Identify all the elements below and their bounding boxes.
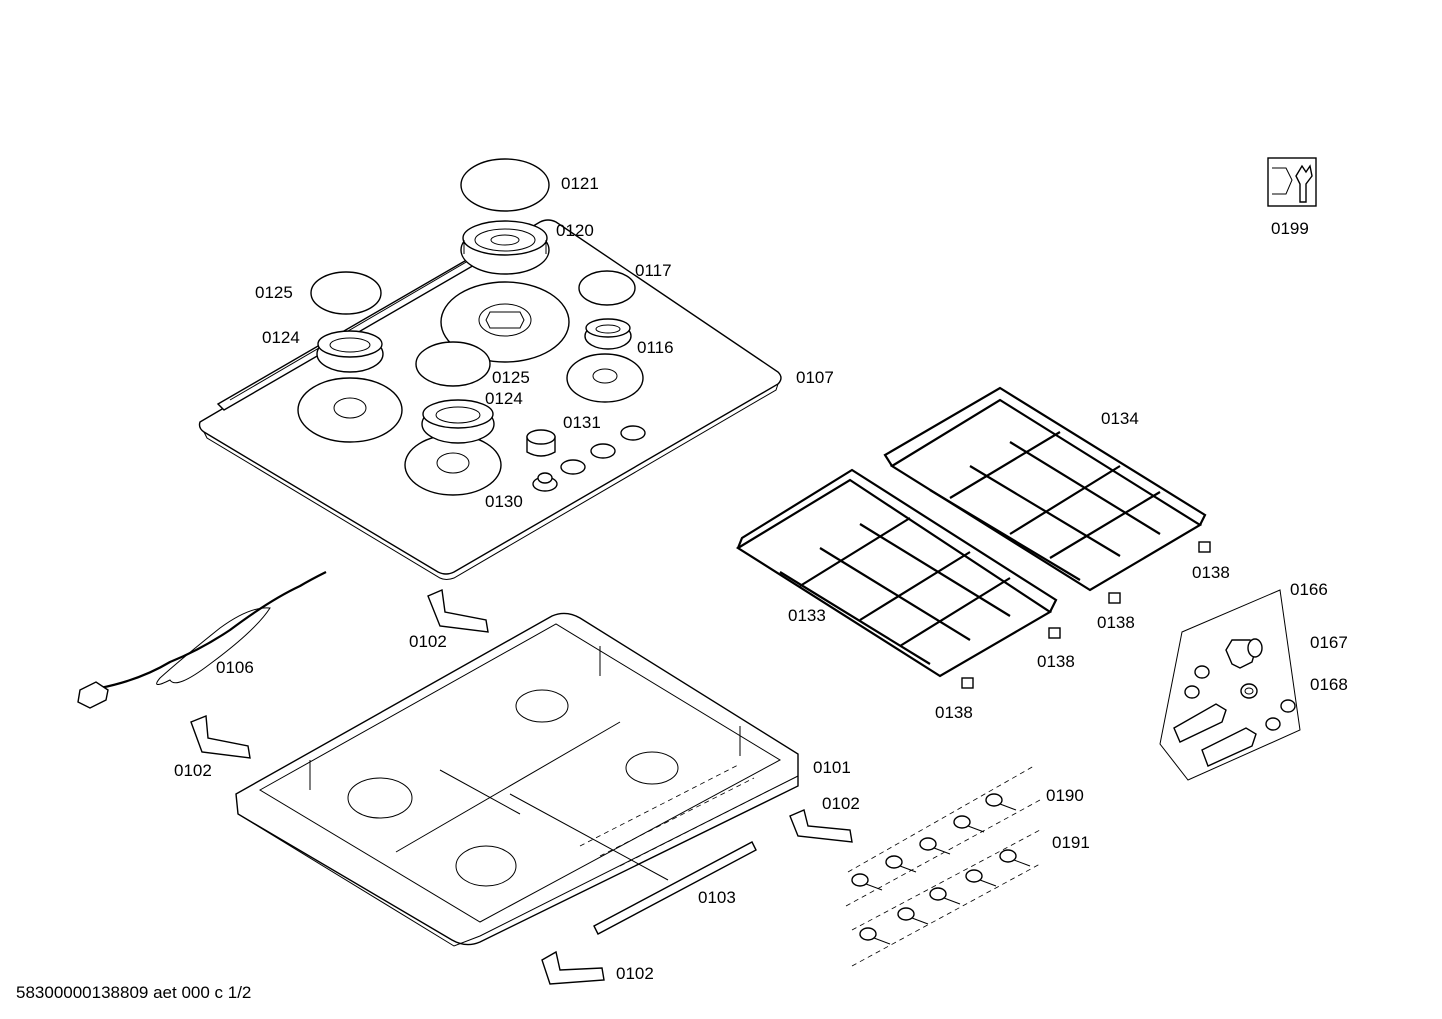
label-0120: 0120: [556, 221, 594, 240]
gas-connection-kit-0166: [1159, 589, 1301, 781]
pan-support-0134: [883, 386, 1207, 592]
label-0116: 0116: [637, 338, 674, 357]
label-0138-b: 0138: [1097, 613, 1135, 632]
label-0167: 0167: [1310, 633, 1348, 652]
mounting-clamp-top: [427, 588, 489, 633]
label-0168: 0168: [1310, 675, 1348, 694]
label-0166: 0166: [1290, 580, 1328, 599]
screw-set-0190-0191: [845, 765, 1041, 967]
label-0138-c: 0138: [1037, 652, 1075, 671]
seal-strip-0103: [593, 841, 757, 935]
label-0131: 0131: [563, 413, 601, 432]
label-0102-bottom: 0102: [616, 964, 654, 983]
burner-seat-left-rear: [297, 377, 403, 443]
burner-cap-0121: [460, 158, 550, 212]
label-0102-right: 0102: [822, 794, 860, 813]
burner-seat-rear-large: [440, 281, 570, 363]
mounting-clamp-left: [190, 715, 251, 759]
label-0130: 0130: [485, 492, 523, 511]
mounting-clamp-bottom: [541, 950, 605, 985]
wrench-tool-icon: [1267, 157, 1317, 207]
label-0134: 0134: [1101, 409, 1139, 428]
label-0133: 0133: [788, 606, 826, 625]
igniter-0130: [532, 472, 558, 492]
pan-support-0133: [735, 468, 1058, 678]
label-0102-top: 0102: [409, 632, 447, 651]
screw: [885, 855, 917, 873]
burner-head-0124-left: [316, 330, 384, 373]
knob-0131: [526, 429, 556, 457]
screw: [929, 887, 961, 905]
rubber-feet-0138: [961, 541, 1211, 689]
seal-washer-0168: [1240, 683, 1258, 699]
screw: [897, 907, 929, 925]
label-0102-left: 0102: [174, 761, 212, 780]
burner-seat-front: [404, 434, 502, 496]
screw: [965, 869, 997, 887]
screw: [999, 849, 1031, 867]
power-cable-0106: [77, 571, 327, 709]
gas-elbow-0167: [1225, 638, 1263, 669]
label-0124-left: 0124: [262, 328, 300, 347]
label-0106: 0106: [216, 658, 254, 677]
label-0117: 0117: [635, 261, 672, 280]
label-0125-center: 0125: [492, 368, 530, 387]
burner-head-0116: [584, 318, 632, 350]
document-code-footer: 58300000138809 aet 000 c 1/2: [16, 983, 251, 1002]
label-0138-d: 0138: [935, 703, 973, 722]
label-0101: 0101: [813, 758, 851, 777]
screw: [851, 873, 883, 891]
label-0199: 0199: [1271, 219, 1309, 238]
screw: [985, 793, 1017, 811]
label-0124-front: 0124: [485, 389, 523, 408]
burner-seat-right: [566, 353, 644, 403]
screw: [859, 927, 891, 945]
screw: [919, 837, 951, 855]
burner-head-0124-front: [421, 399, 495, 444]
burner-cap-0125-left: [310, 271, 382, 315]
label-0107: 0107: [796, 368, 834, 387]
label-0138-a: 0138: [1192, 563, 1230, 582]
burner-head-0120: [460, 220, 550, 275]
burner-cap-0117: [578, 270, 636, 306]
label-0190: 0190: [1046, 786, 1084, 805]
label-0121: 0121: [561, 174, 599, 193]
label-0103: 0103: [698, 888, 736, 907]
knob-holes: [560, 425, 646, 475]
mounting-clamp-right: [789, 809, 853, 843]
label-0125-left: 0125: [255, 283, 293, 302]
burner-cap-0125-center: [415, 341, 491, 387]
screw: [953, 815, 985, 833]
base-tray-0101: [235, 612, 799, 947]
label-0191: 0191: [1052, 833, 1090, 852]
